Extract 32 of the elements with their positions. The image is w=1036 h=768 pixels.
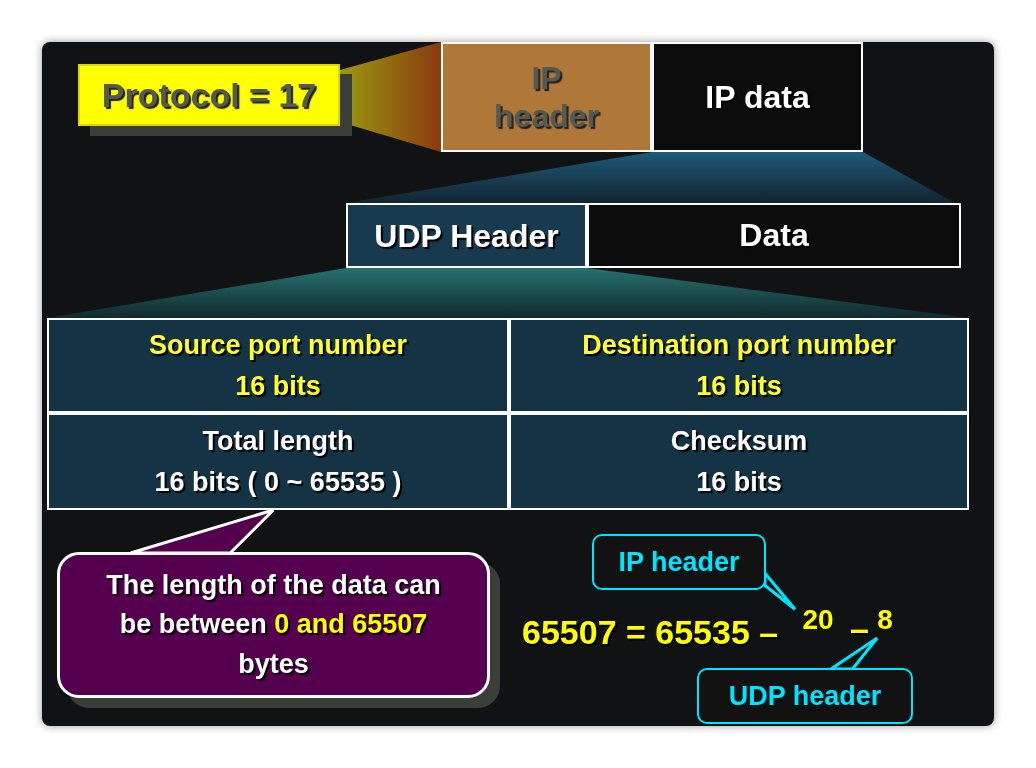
node-detail: 16 bits xyxy=(696,465,782,499)
header-field-cell xyxy=(509,318,969,413)
callout-pointer xyxy=(829,636,879,671)
node-title: UDP header xyxy=(728,679,882,713)
node-title: Protocol = 17 xyxy=(101,74,317,116)
header-box xyxy=(346,203,587,268)
callout-pointer xyxy=(129,508,275,555)
header-box xyxy=(441,42,652,152)
data-box xyxy=(652,42,863,152)
node-title: UDP Header xyxy=(374,216,559,256)
node-title: 8 xyxy=(877,603,893,637)
node-title: Data xyxy=(739,216,809,255)
callout-box xyxy=(592,534,766,590)
node-detail: 16 bits xyxy=(235,369,321,403)
equation-text: 65507 = 65535 – xyxy=(522,612,779,652)
node-title: The length of the data can be between 0 and 65507 bytes xyxy=(105,569,442,681)
equation-text: – xyxy=(850,608,869,648)
node-title: Checksum xyxy=(670,425,808,458)
node-title: Source port number xyxy=(149,329,407,362)
node-title: IP data xyxy=(705,77,810,117)
node-title: IP header xyxy=(493,58,600,136)
node-title: Total length xyxy=(202,425,354,458)
header-field-cell xyxy=(47,318,509,413)
data-box xyxy=(587,203,961,268)
node-detail: 16 bits xyxy=(696,369,782,403)
header-field-cell xyxy=(509,413,969,510)
callout-pointer xyxy=(763,571,797,611)
node-title: 20 xyxy=(802,603,834,637)
header-field-cell xyxy=(47,413,509,510)
node-title: IP header xyxy=(618,545,740,579)
node-detail: 16 bits ( 0 ~ 65535 ) xyxy=(154,465,402,499)
node-title: Destination port number xyxy=(582,329,896,362)
